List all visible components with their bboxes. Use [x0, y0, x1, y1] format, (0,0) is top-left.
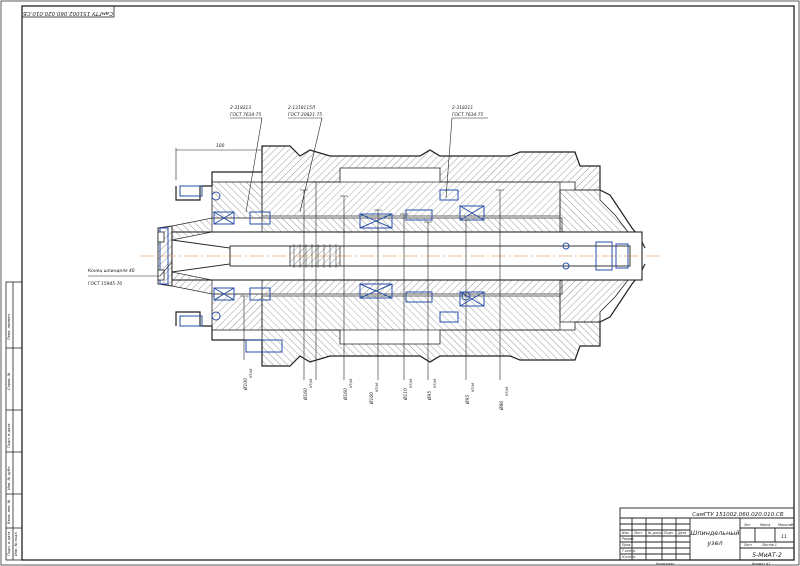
dim-ticks [240, 181, 504, 297]
role-1: Разраб. [622, 537, 635, 541]
col-lit: Лит. [743, 523, 751, 527]
bearing-housing-top [261, 181, 561, 217]
ref-std-3: ГОСТ 7634-75 [452, 112, 484, 118]
dim-100-label: 100 [216, 143, 225, 149]
fit-label-3: H7/k6 [349, 379, 353, 388]
bearing-crosses [213, 205, 485, 307]
strip-label-2: Справ. № [7, 372, 11, 390]
fit-label-5: H7/k6 [409, 379, 413, 388]
dim-label-1: Ø100 [242, 378, 249, 391]
left-strip [5, 281, 23, 561]
role-4: Н.контр. [622, 555, 636, 559]
drawing-name-2: узел [706, 539, 722, 547]
fit-label-8: H7/k6 [505, 387, 509, 396]
ref-label-3: 2-318211 [452, 105, 473, 111]
col-scale: Масштаб [778, 523, 793, 527]
leaders [88, 117, 501, 380]
housing-wall-bottom [261, 321, 601, 367]
corner-code-box [21, 5, 115, 18]
drawbar-spring-pack [289, 245, 341, 267]
spindle-assembly [140, 145, 662, 367]
row-izm: Изм. [622, 531, 630, 535]
fit-label-7: H7/k6 [471, 383, 475, 392]
ref-label-2: 2-1318115Л [288, 105, 316, 111]
dim-label-6: Ø95 [426, 391, 433, 401]
nose-wall-top [171, 217, 213, 241]
copied-label: Копировал [656, 562, 674, 566]
strip-label-6: Подп. и дата [7, 532, 11, 556]
col-mass: Масса [760, 523, 770, 527]
spindle-end-std: ГОСТ 15945-70 [88, 281, 122, 287]
shaft-wall-top [261, 217, 563, 233]
corner-code-text: СамГТУ 151002.060.020.010.СБ [23, 10, 113, 16]
ref-label-1: 2-318213 [230, 105, 251, 111]
role-2: Пров. [622, 543, 631, 547]
dim-label-3: Ø160 [342, 388, 349, 401]
sheets-value: 11 [781, 534, 787, 540]
bearing-housing-bottom [261, 295, 561, 331]
front-flange-top [211, 181, 263, 219]
dim-label-5: Ø110 [402, 388, 409, 401]
strip-label-5: Взам. инв. № [7, 499, 11, 524]
row-date: Дата [677, 531, 686, 535]
col-sheets: Листов 1 [761, 543, 777, 547]
group-code: 5-МиАТ-2 [752, 552, 782, 559]
row-sign: Подп. [664, 531, 674, 535]
spindle-end-label: Конец шпинделя 40 [88, 268, 135, 274]
role-3: Т.контр. [622, 549, 636, 553]
fit-label-4: H7/k6 [375, 383, 379, 392]
fit-label-1: H7/k6 [249, 369, 253, 378]
strip-label-3: Подп. и дата [7, 424, 11, 448]
housing-wall-top [261, 145, 601, 191]
doc-code: СамГТУ 151002.060.020.010.СБ [692, 512, 784, 518]
drawing-name-1: Шпиндельный [691, 529, 740, 537]
strip-label-1: Перв. примен. [7, 313, 11, 340]
title-block [619, 507, 795, 561]
ref-std-2: ГОСТ 20821-75 [288, 112, 322, 118]
format-label: Формат А1 [752, 562, 770, 566]
row-list: Лист [633, 531, 642, 535]
dim-label-4: Ø160 [368, 392, 375, 405]
row-doc: № докум. [647, 531, 664, 535]
strip-label-4: Инв. № дубл. [7, 465, 11, 490]
col-sheet: Лист [743, 543, 752, 547]
dim-label-7: Ø95 [464, 395, 471, 405]
dim-label-2: Ø160 [302, 388, 309, 401]
fit-label-2: H7/k6 [309, 379, 313, 388]
shaft-wall-bottom [261, 279, 563, 295]
front-flange-bottom [211, 293, 263, 331]
nose-wall-bottom [171, 271, 213, 295]
dim-label-8: Ø86 [498, 401, 505, 411]
ref-std-1: ГОСТ 7634-75 [230, 112, 262, 118]
strip-label-7: Инв. № подл. [14, 531, 18, 556]
fit-label-6: H7/k6 [433, 379, 437, 388]
